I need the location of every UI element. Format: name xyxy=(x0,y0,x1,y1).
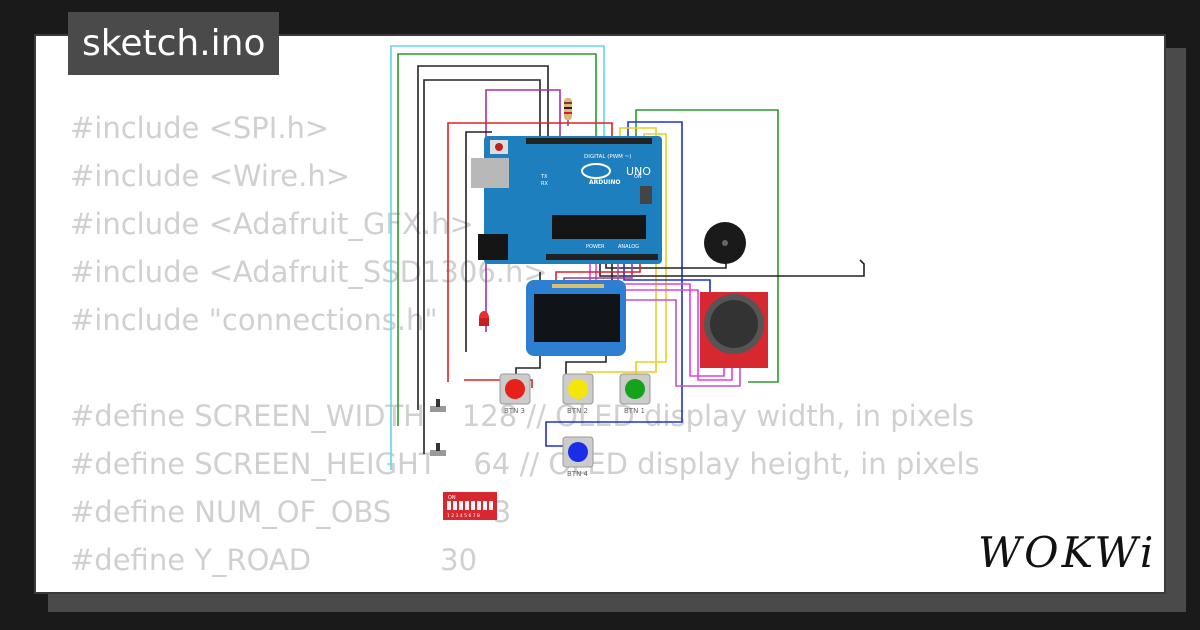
resistor xyxy=(564,98,572,120)
btn1-cap xyxy=(625,379,645,399)
button-btn1[interactable]: BTN 1 xyxy=(619,373,651,415)
wire-black-3 xyxy=(465,131,492,352)
code-line: #include <SPI.h> xyxy=(70,111,330,145)
btn3-label: BTN 3 xyxy=(504,407,525,415)
code-line: #define SCREEN_WIDTH 128 // OLED display… xyxy=(70,399,974,433)
analog-label: ANALOG xyxy=(618,244,639,250)
slide-switch-2 xyxy=(430,443,446,456)
board-brand: ARDUINO xyxy=(589,179,620,186)
on-label: ON xyxy=(634,174,642,180)
wire-yellow xyxy=(586,127,657,373)
wire-red-oled xyxy=(555,262,641,282)
wire-blue xyxy=(545,121,683,447)
btn3-cap xyxy=(505,379,525,399)
code-line: #include "connections.h" xyxy=(70,303,438,337)
wire-green-right xyxy=(635,109,779,383)
reset-button xyxy=(495,143,503,151)
buzzer xyxy=(704,222,746,264)
button-btn4[interactable]: BTN 4 xyxy=(562,436,594,478)
oled-display xyxy=(526,280,626,356)
wire-cyan xyxy=(390,45,605,470)
code-line: #define Y_ROAD 30 xyxy=(70,543,478,577)
btn4-cap xyxy=(568,442,588,462)
wire-red-btn xyxy=(464,379,533,388)
atmega-chip xyxy=(552,215,646,239)
btn1-label: BTN 1 xyxy=(624,407,645,415)
wire-black-1 xyxy=(417,65,549,410)
usb-connector xyxy=(471,158,509,188)
arduino-uno-board: DIGITAL (PWM ~) UNO ARDUINO TX RX ON POW… xyxy=(471,136,662,264)
wire-yellow-2 xyxy=(635,133,667,374)
red-led xyxy=(479,311,489,326)
code-line: #include <Adafruit_GFX.h> xyxy=(70,207,474,241)
btn2-label: BTN 2 xyxy=(567,407,588,415)
code-line: #include <Wire.h> xyxy=(70,159,351,193)
oled-screen xyxy=(534,294,620,342)
btn2-cap xyxy=(568,379,588,399)
code-line: #define NUM_OF_OBS 3 xyxy=(70,495,512,529)
wire-green-left xyxy=(397,53,597,426)
wire-blue-2 xyxy=(623,262,711,366)
button-btn3[interactable]: BTN 3 xyxy=(499,373,531,415)
code-line: #define AMP 1 // tinny road xyxy=(70,584,980,592)
dip-switch: ON 1 2 3 4 5 6 7 8 xyxy=(443,492,497,520)
digital-label: DIGITAL (PWM ~) xyxy=(584,154,631,160)
tx-label: TX xyxy=(540,174,548,180)
wire-red xyxy=(447,122,613,382)
btn4-label: BTN 4 xyxy=(567,470,589,478)
analog-header xyxy=(546,254,658,260)
arduino-logo-icon xyxy=(581,163,611,179)
power-label: POWER xyxy=(586,244,605,250)
slide-switch-1 xyxy=(430,399,446,412)
digital-header xyxy=(526,138,652,144)
code-line: #define SCREEN_HEIGHT 64 // OLED display… xyxy=(70,447,980,481)
wokwi-logo: WOKWi xyxy=(978,528,1157,577)
dip-on-label: ON xyxy=(448,495,456,501)
board-name: UNO xyxy=(626,165,651,178)
joystick-module xyxy=(700,292,768,368)
button-btn2[interactable]: BTN 2 xyxy=(562,373,594,415)
icsp-header xyxy=(640,186,652,204)
dip-numbers: 1 2 3 4 5 6 7 8 xyxy=(447,513,480,519)
sketch-title: sketch.ino xyxy=(68,12,280,75)
power-jack xyxy=(478,234,508,260)
rx-label: RX xyxy=(541,181,548,187)
wire-black-2 xyxy=(423,79,541,454)
